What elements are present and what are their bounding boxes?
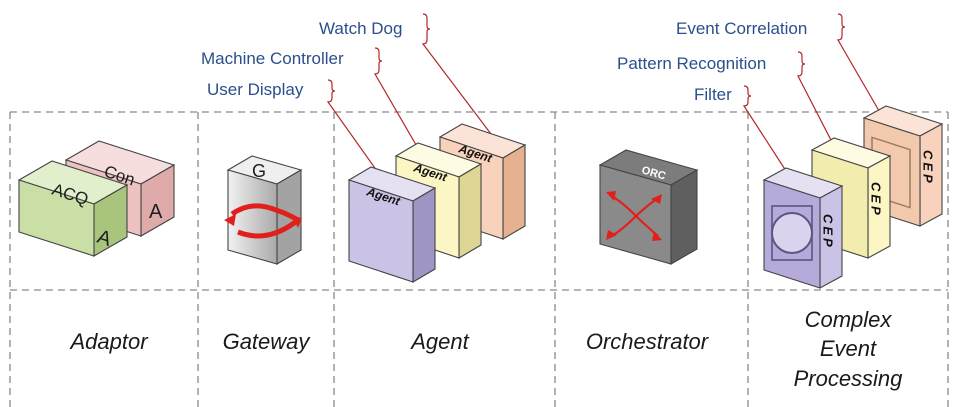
- cep-box-filter: CEP: [762, 167, 844, 289]
- con-a-label: A: [149, 201, 163, 223]
- callout-watch-dog: Watch Dog: [319, 19, 402, 38]
- grid: [9, 111, 949, 407]
- cep-label-pattern: CEP: [869, 182, 884, 218]
- category-gateway: Gateway: [223, 329, 312, 354]
- cep-label-correlation: CEP: [921, 150, 936, 186]
- callout-filter: Filter: [694, 85, 732, 104]
- leader-lines: [326, 13, 883, 179]
- callout-user-display: User Display: [207, 80, 304, 99]
- cep-label-filter: CEP: [821, 214, 836, 250]
- callout-event-correlation: Event Correlation: [676, 19, 807, 38]
- callout-pattern-recognition: Pattern Recognition: [617, 54, 766, 73]
- adaptor-acq-box: ACQ A: [17, 160, 129, 257]
- orchestrator-box: ORC: [598, 149, 699, 265]
- gateway-label: G: [252, 161, 266, 181]
- category-cep-line1: Complex: [805, 307, 893, 332]
- category-cep-line3: Processing: [794, 366, 904, 391]
- category-agent: Agent: [409, 329, 469, 354]
- category-adaptor: Adaptor: [68, 329, 149, 354]
- category-cep-line2: Event: [820, 336, 877, 361]
- category-orchestrator: Orchestrator: [586, 329, 710, 354]
- agent-box-purple: Agent: [347, 166, 437, 283]
- gateway-box: G: [224, 155, 303, 265]
- callout-machine-controller: Machine Controller: [201, 49, 344, 68]
